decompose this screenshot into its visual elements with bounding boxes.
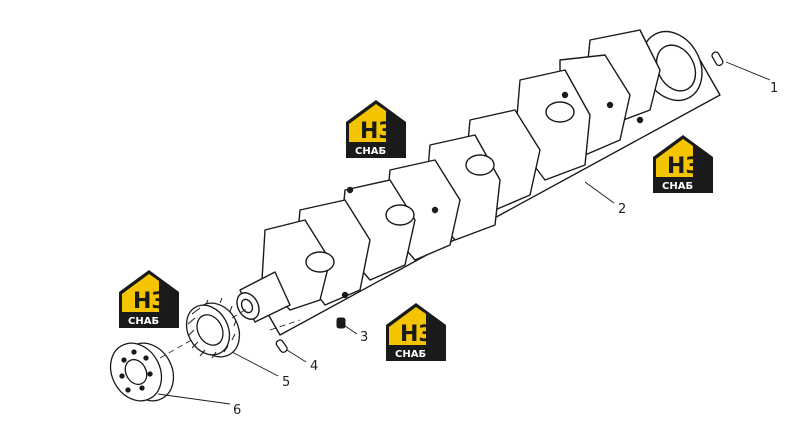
callout-2: 2 bbox=[618, 202, 626, 217]
callout-1: 1 bbox=[770, 81, 778, 96]
watermark-logo-3: НЗ СНАБ bbox=[119, 270, 179, 328]
callout-5: 5 bbox=[282, 375, 290, 390]
callout-4: 4 bbox=[310, 359, 318, 374]
logo-caption: СНАБ bbox=[662, 181, 693, 192]
logo-caption: СНАБ bbox=[128, 316, 159, 327]
logo-letters: НЗ bbox=[400, 322, 434, 347]
logo-letters: НЗ bbox=[133, 289, 167, 314]
logo-caption: СНАБ bbox=[395, 349, 426, 360]
dowel-pin-part-1 bbox=[711, 51, 724, 67]
damper-pulley-part-6 bbox=[109, 342, 175, 402]
callout-6: 6 bbox=[233, 403, 241, 418]
watermark-logo-2: НЗ СНАБ bbox=[653, 135, 713, 193]
watermark-logo-1: НЗ СНАБ bbox=[346, 100, 406, 158]
logo-letters: НЗ bbox=[667, 154, 701, 179]
leader-lines bbox=[157, 61, 771, 405]
callout-3: 3 bbox=[360, 330, 368, 345]
timing-gear-part-5 bbox=[185, 297, 241, 359]
logo-letters: НЗ bbox=[360, 119, 394, 144]
watermark-logo-4: НЗ СНАБ bbox=[386, 303, 446, 361]
callout-labels: 1 2 3 4 5 6 bbox=[233, 81, 778, 418]
crankshaft bbox=[236, 29, 721, 336]
assembly-centerlines bbox=[159, 307, 301, 359]
woodruff-key-part-3 bbox=[336, 317, 346, 329]
key-part-4 bbox=[275, 339, 288, 353]
logo-caption: СНАБ bbox=[355, 146, 386, 157]
